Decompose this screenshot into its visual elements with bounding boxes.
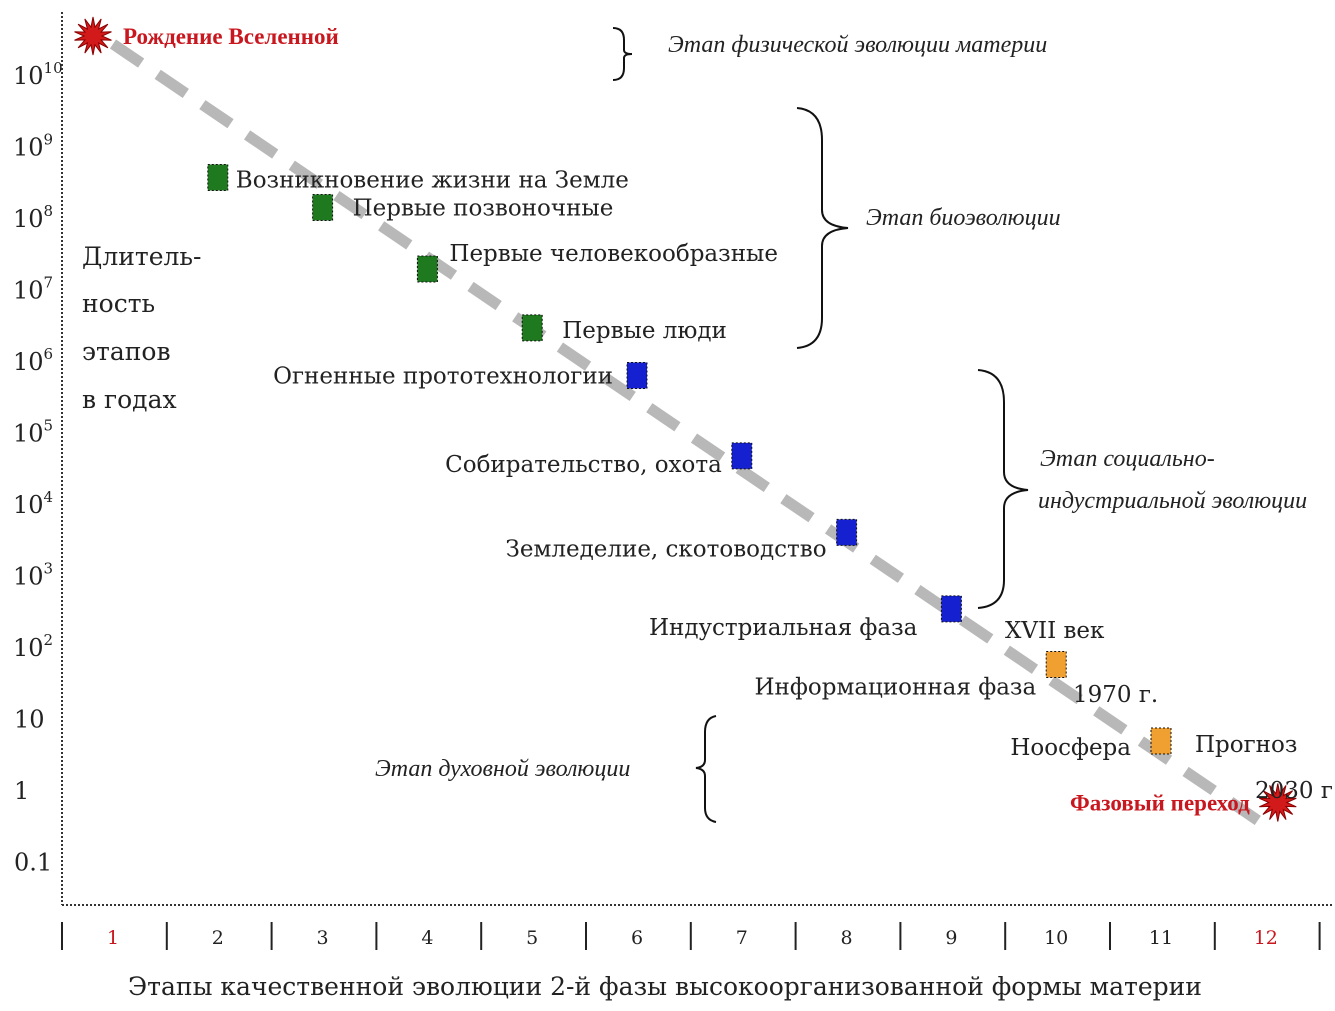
point-star-marker	[74, 16, 112, 56]
point-square-marker	[731, 442, 753, 470]
point-label: Информационная фаза	[754, 675, 1036, 701]
brace-spiritual	[695, 715, 717, 823]
trend-line-band	[109, 39, 1261, 825]
ylabel-line-2: ность	[82, 289, 155, 318]
annotation-xvii: XVII век	[1005, 618, 1105, 644]
stage-label-physical: Этап физической эволюции материи	[668, 32, 1047, 58]
y-tick-label: 1	[14, 777, 29, 805]
x-tick-label: 4	[421, 927, 433, 949]
point-label: Фазовый переход	[1070, 791, 1250, 816]
y-tick-label: 10	[14, 706, 45, 734]
point-square-marker	[416, 255, 438, 283]
point-square-marker	[626, 361, 648, 389]
x-tick-label: 5	[526, 927, 538, 949]
x-tick-label: 1	[107, 927, 119, 949]
point-label: Собирательство, охота	[445, 452, 722, 478]
stage-braces	[612, 27, 1029, 823]
x-tick-label: 10	[1044, 927, 1068, 949]
y-tick-label: 105	[13, 417, 53, 448]
point-square-marker	[940, 595, 962, 623]
annotation-2030: 2030 г.	[1255, 778, 1335, 804]
point-label: Земледелие, скотоводство	[506, 536, 827, 562]
point-square-marker	[1150, 727, 1172, 755]
stage-label-social-1: Этап социально-	[1040, 446, 1215, 472]
point-square-marker	[836, 518, 858, 546]
x-tick-label: 3	[317, 927, 329, 949]
point-square-marker	[312, 193, 334, 221]
annotation-1970: 1970 г.	[1073, 682, 1158, 708]
point-square-marker	[521, 314, 543, 342]
point-label: Огненные прототехнологии	[273, 363, 613, 389]
point-star-marker	[1259, 783, 1297, 822]
stage-label-bio: Этап биоэволюции	[866, 205, 1061, 231]
point-label: Ноосфера	[1010, 735, 1131, 761]
brace-bio	[796, 107, 849, 349]
y-tick-label: 104	[13, 488, 53, 519]
x-tick-label: 7	[736, 927, 748, 949]
x-axis-label: Этапы качественной эволюции 2-й фазы выс…	[128, 972, 1202, 1001]
stage-label-social-2: индустриальной эволюции	[1038, 488, 1307, 514]
stage-label-spiritual: Этап духовной эволюции	[375, 756, 630, 782]
y-tick-label: 1010	[13, 59, 63, 90]
ylabel-line-4: в годах	[82, 385, 177, 414]
y-tick-label: 106	[13, 345, 53, 376]
trend-line	[109, 39, 1261, 825]
x-tick-label: 12	[1254, 927, 1278, 949]
brace-social	[977, 369, 1029, 609]
ylabel-line-1: Длитель-	[82, 242, 201, 271]
point-square-marker	[1045, 651, 1067, 679]
y-tick-label: 108	[13, 202, 53, 233]
x-tick-label: 9	[945, 927, 957, 949]
x-tick-label: 2	[212, 927, 224, 949]
y-axis-label: Длитель- ность этапов в годах	[82, 242, 201, 414]
ylabel-line-3: этапов	[82, 337, 171, 366]
annotation-prognoz: Прогноз	[1195, 732, 1297, 758]
point-square-marker	[207, 164, 229, 191]
y-tick-label: 0.1	[14, 849, 52, 877]
point-label: Рождение Вселенной	[123, 24, 339, 49]
y-tick-label: 103	[13, 560, 53, 591]
point-label: Возникновение жизни на Земле	[236, 168, 629, 194]
point-label: Первые люди	[562, 318, 727, 344]
point-label: Первые позвоночные	[353, 195, 614, 221]
brace-physical	[612, 27, 633, 81]
x-tick-label: 6	[631, 927, 643, 949]
y-tick-label: 107	[13, 274, 53, 305]
y-tick-label: 102	[13, 631, 53, 662]
point-label: Индустриальная фаза	[649, 615, 918, 641]
x-tick-label: 8	[841, 927, 853, 949]
point-label: Первые человекообразные	[449, 241, 778, 267]
y-tick-label: 109	[13, 131, 53, 162]
x-tick-label: 11	[1149, 927, 1173, 949]
